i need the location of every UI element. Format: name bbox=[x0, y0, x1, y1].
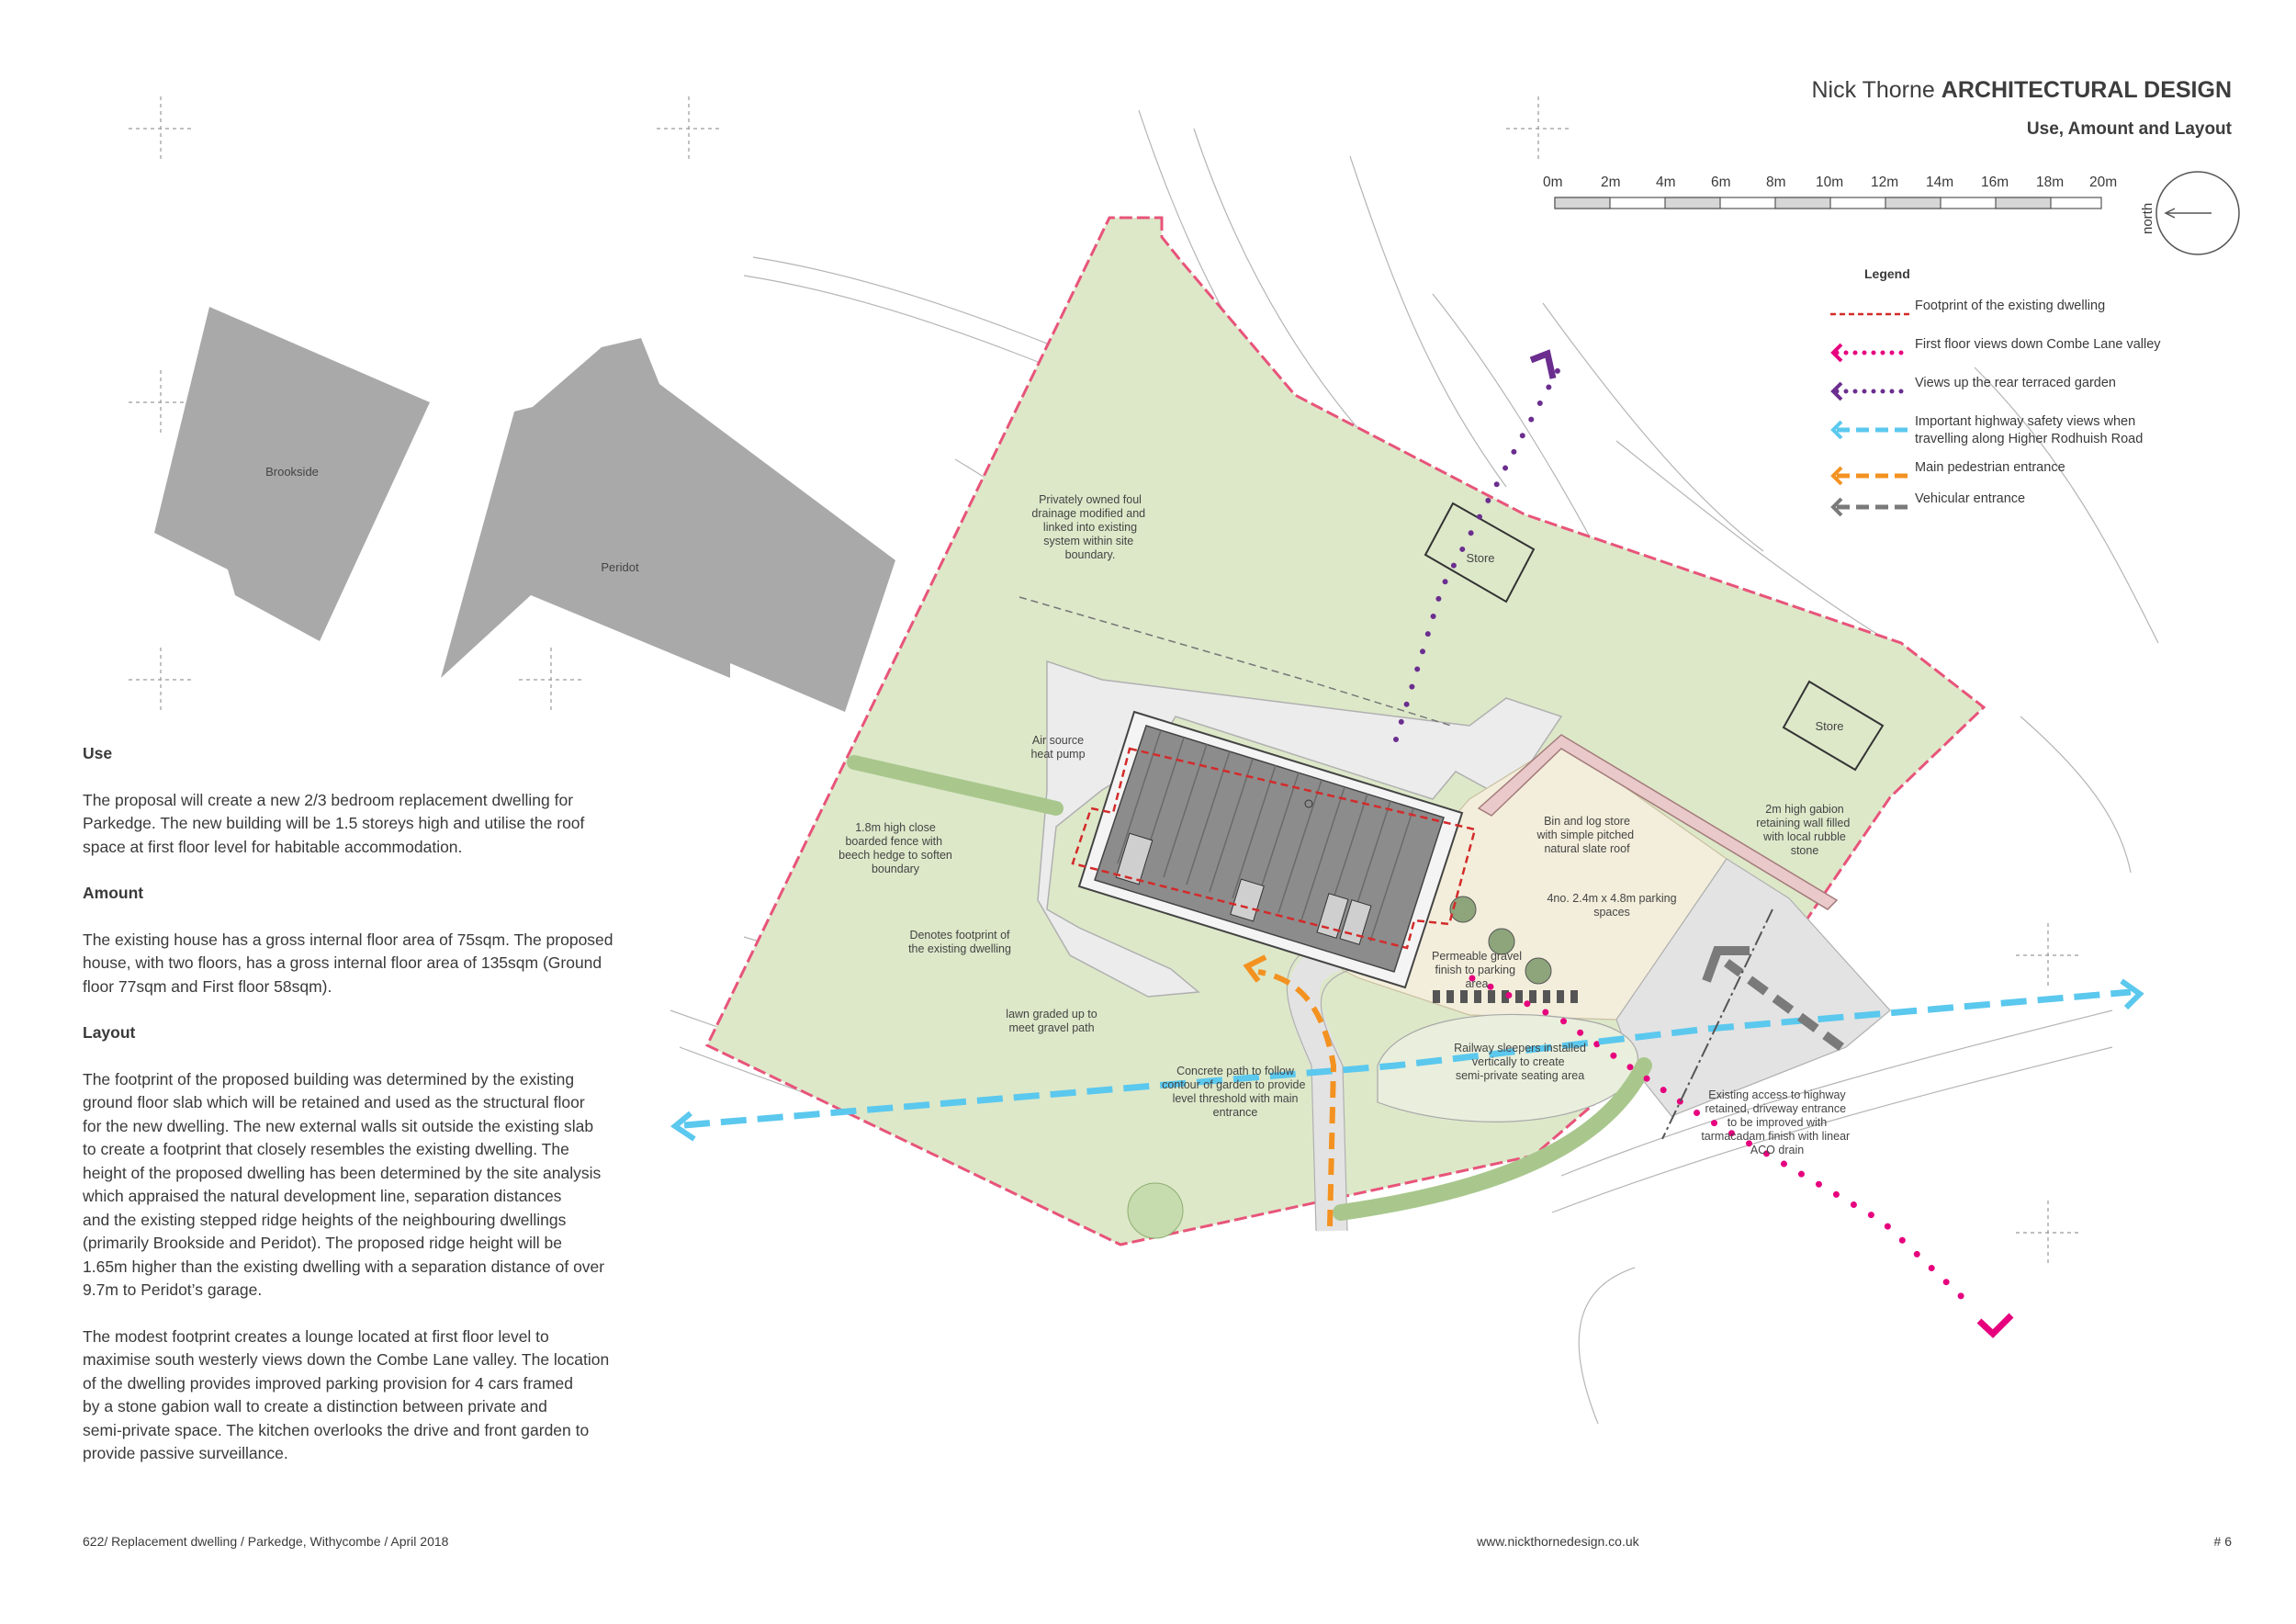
highway-view-arrowhead-left bbox=[670, 1111, 696, 1142]
scale-label: 8m bbox=[1766, 175, 1786, 190]
concrete-path bbox=[1288, 941, 1347, 1232]
gabion-wall bbox=[1477, 734, 1839, 910]
layout-heading: Layout bbox=[83, 1023, 136, 1042]
peridot-building bbox=[441, 338, 895, 712]
scale-label: 18m bbox=[2036, 175, 2065, 190]
store-building-1 bbox=[1424, 502, 1536, 603]
layout-body-2: The modest footprint creates a lounge lo… bbox=[83, 1326, 610, 1463]
vehicular-entrance-arrowhead bbox=[1702, 946, 1750, 983]
drainage-arrow bbox=[1019, 596, 1452, 727]
legend-symbols bbox=[1830, 312, 1913, 517]
use-heading: Use bbox=[83, 744, 113, 762]
tree bbox=[1488, 928, 1515, 955]
footer-page-number: # 6 bbox=[2213, 1534, 2232, 1549]
hedge-south bbox=[1333, 1057, 1652, 1221]
description-column: Use The proposal will create a new 2/3 b… bbox=[83, 742, 670, 1489]
legend-item: Important highway safety views when trav… bbox=[1828, 413, 2241, 459]
legend-item: Footprint of the existing dwelling bbox=[1828, 298, 2241, 336]
legend-label: Main pedestrian entrance bbox=[1915, 460, 2065, 475]
legend-item: Views up the rear terraced garden bbox=[1828, 375, 2241, 413]
store-2-label: Store bbox=[1815, 719, 1843, 733]
firm-name-suffix: ARCHITECTURAL DESIGN bbox=[1941, 77, 2232, 103]
store-building-2 bbox=[1782, 680, 1885, 772]
scale-label: 0m bbox=[1543, 175, 1563, 190]
store-1-label: Store bbox=[1466, 551, 1494, 565]
brookside-building bbox=[154, 307, 430, 641]
scale-label: 14m bbox=[1926, 175, 1954, 190]
footer-project: 622/ Replacement dwelling / Parkedge, Wi… bbox=[83, 1534, 449, 1549]
legend-label: Footprint of the existing dwelling bbox=[1915, 299, 2106, 313]
scale-label: 2m bbox=[1601, 175, 1621, 190]
hedge-corner bbox=[1127, 1182, 1184, 1239]
tree bbox=[1525, 957, 1552, 985]
scale-label: 16m bbox=[1981, 175, 2009, 190]
footer-website: www.nickthornedesign.co.uk bbox=[1477, 1534, 1639, 1549]
tree bbox=[1449, 896, 1477, 923]
scale-label: 20m bbox=[2089, 175, 2118, 190]
railway-sleepers bbox=[1433, 990, 1578, 1003]
legend-item: Vehicular entrance bbox=[1828, 491, 2241, 529]
use-body: The proposal will create a new 2/3 bedro… bbox=[83, 790, 585, 856]
valley-view-arrowhead bbox=[1976, 1313, 2014, 1338]
valley-view-arrow bbox=[1469, 975, 1978, 1313]
pedestrian-entrance-arrowhead bbox=[1243, 954, 1267, 983]
paved-terrace bbox=[1037, 660, 1563, 998]
scale-label: 6m bbox=[1711, 175, 1731, 190]
north-label: north bbox=[2140, 202, 2155, 234]
legend-label: First floor views down Combe Lane valley bbox=[1915, 337, 2161, 352]
visibility-splay-line bbox=[1661, 908, 1773, 1140]
legend-label: Important highway safety views when trav… bbox=[1915, 414, 2144, 446]
scale-label: 12m bbox=[1871, 175, 1899, 190]
legend: Legend Footprint of the existing dwellin… bbox=[1828, 266, 2241, 529]
legend-item: First floor views down Combe Lane valley bbox=[1828, 336, 2241, 375]
hedge-fence bbox=[847, 755, 1064, 816]
legend-title: Legend bbox=[1864, 266, 1910, 281]
existing-footprint-outline bbox=[1071, 747, 1477, 950]
proposed-dwelling bbox=[1077, 710, 1464, 989]
amount-body: The existing house has a gross internal … bbox=[83, 930, 613, 996]
north-symbol bbox=[2155, 171, 2240, 255]
legend-label: Views up the rear terraced garden bbox=[1915, 376, 2116, 390]
peridot-label: Peridot bbox=[601, 560, 639, 574]
brookside-label: Brookside bbox=[265, 465, 319, 479]
amount-heading: Amount bbox=[83, 884, 144, 902]
firm-name-prefix: Nick Thorne bbox=[1811, 77, 1935, 103]
vehicular-entrance-arrow bbox=[1724, 958, 1844, 1052]
scale-label: 10m bbox=[1816, 175, 1844, 190]
legend-item: Main pedestrian entrance bbox=[1828, 459, 2241, 491]
pedestrian-entrance-arrow bbox=[1257, 969, 1337, 1227]
rear-garden-view-arrowhead bbox=[1529, 349, 1557, 379]
scale-bar bbox=[1554, 197, 2102, 209]
highway-view-arrowhead-right bbox=[2120, 978, 2144, 1010]
firm-name: Nick Thorne ARCHITECTURAL DESIGN bbox=[1812, 77, 2233, 104]
layout-body-1: The footprint of the proposed building w… bbox=[83, 1069, 605, 1300]
page-subtitle: Use, Amount and Layout bbox=[2026, 119, 2232, 139]
seating-area bbox=[1377, 1013, 1638, 1122]
scale-label: 4m bbox=[1656, 175, 1676, 190]
legend-label: Vehicular entrance bbox=[1915, 491, 2026, 506]
